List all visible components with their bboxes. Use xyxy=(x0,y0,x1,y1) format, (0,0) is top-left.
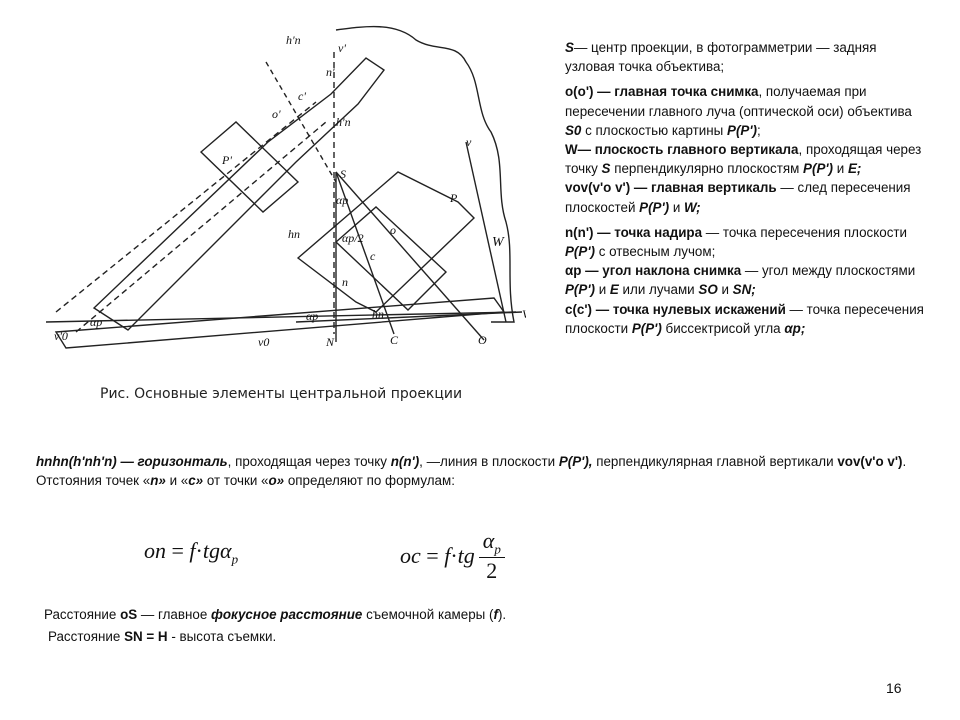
v-line xyxy=(295,311,523,323)
label-alpha-bottom: αp xyxy=(306,309,318,323)
label-w: W xyxy=(492,235,505,250)
formula-oc: oc = f·tg αp 2 xyxy=(400,528,505,584)
figure-caption: Рис. Основные элементы центральной проек… xyxy=(100,386,463,402)
page-number: 16 xyxy=(886,680,902,696)
label-p-prime: P' xyxy=(221,153,232,167)
label-hn-low: hn xyxy=(372,307,384,321)
dashed-left-1 xyxy=(55,101,317,313)
plane-e xyxy=(54,297,506,349)
definitions-list: S— центр проекции, в фотограмметрии — за… xyxy=(565,38,925,338)
tail-text: Расстояние oS — главное фокусное расстоя… xyxy=(44,604,506,648)
def-n: n(n') — точка надира — точка пересечения… xyxy=(565,224,908,260)
ray-so xyxy=(335,171,485,341)
label-p: P xyxy=(449,191,458,205)
plane-p-inner xyxy=(334,206,448,311)
label-v0-left: v'0 xyxy=(54,329,68,343)
plane-p-prime-inner xyxy=(199,121,300,213)
label-n-top: n' xyxy=(326,65,335,79)
label-o: o xyxy=(390,223,396,237)
def-c: с(с') — точка нулевых искажений — точка … xyxy=(565,301,924,336)
label-v-arrow: v xyxy=(466,135,472,149)
label-hn-top: h'n xyxy=(286,33,301,47)
label-v-top: v' xyxy=(338,41,346,55)
label-v-axis: V xyxy=(522,307,526,321)
label-n: n xyxy=(342,275,348,289)
label-c-ground: C xyxy=(390,333,399,347)
label-alpha-p2: αp/2 xyxy=(342,231,364,245)
fraction-alpha-over-2: αp 2 xyxy=(478,528,505,584)
label-v0: v0 xyxy=(258,335,269,349)
ground-line xyxy=(45,311,517,323)
plane-p-prime xyxy=(92,57,386,331)
label-c-prime: c' xyxy=(298,89,306,103)
def-o: о(о') — главная точка снимка, получаемая… xyxy=(565,84,912,138)
label-c: c xyxy=(370,249,376,263)
def-s: S— центр проекции, в фотограмметрии — за… xyxy=(565,40,877,75)
label-o-ground: O xyxy=(478,333,487,347)
def-vov: vov(v'o v') — главная вертикаль — след п… xyxy=(565,180,911,215)
label-s: S xyxy=(340,167,346,181)
def-w: W— плоскость главного вертикала, проходя… xyxy=(565,142,922,177)
label-hn-mid: h'n xyxy=(336,115,351,129)
distance-intro: Отстояния точек «n» и «c» от точки «o» о… xyxy=(36,473,455,489)
height-line: Расстояние SN = H - высота съемки. xyxy=(48,629,277,644)
label-n-ground: N xyxy=(325,335,335,349)
ray-v xyxy=(465,141,507,323)
ray-sc xyxy=(335,171,395,335)
label-alpha-p1: αp xyxy=(336,193,348,207)
label-o-prime: o' xyxy=(272,107,281,121)
formula-on: on = f·tgαp xyxy=(144,538,239,567)
label-alpha-left: αp xyxy=(90,315,102,329)
plane-p xyxy=(296,171,476,313)
def-hnhn: hnhn(h'nh'n) — горизонталь, проходящая ч… xyxy=(36,454,907,469)
label-hn: hn xyxy=(288,227,300,241)
plane-w-outline xyxy=(335,25,515,323)
focal-length-line: Расстояние oS — главное фокусное расстоя… xyxy=(44,607,507,622)
central-projection-diagram: h'n v' n' h'n c' o' S P' P αp αp/2 o hn … xyxy=(45,25,526,349)
dashed-left-2 xyxy=(75,121,327,333)
def-ap: αp — угол наклона снимка — угол между пл… xyxy=(565,263,916,298)
body-text: hnhn(h'nh'n) — горизонталь, проходящая ч… xyxy=(36,452,936,490)
